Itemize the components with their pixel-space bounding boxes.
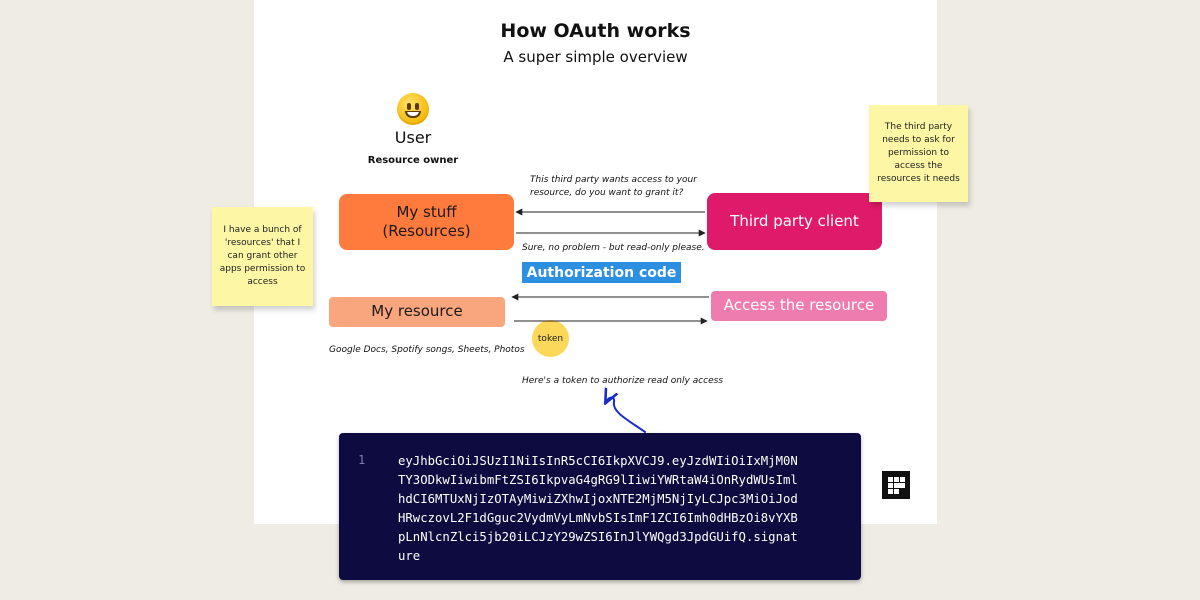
access-resource-node[interactable]: Access the resource	[711, 291, 887, 321]
third-party-client-node[interactable]: Third party client	[707, 193, 882, 250]
my-stuff-label: My stuff (Resources)	[382, 202, 471, 241]
resource-owner-label: Resource owner	[367, 155, 459, 166]
code-line-number: 1	[358, 453, 366, 467]
my-stuff-node[interactable]: My stuff (Resources)	[339, 194, 514, 250]
sticky-note-resources[interactable]: I have a bunch of 'resources' that I can…	[212, 207, 313, 306]
permission-request-text: This third party wants access to your re…	[530, 175, 697, 198]
token-badge: token	[532, 320, 569, 357]
grant-response-text: Sure, no problem - but read-only please.	[522, 243, 705, 253]
diagram-title: How OAuth works	[500, 20, 691, 42]
sticky-note-resources-text: I have a bunch of 'resources' that I can…	[219, 224, 306, 288]
token-label: token	[537, 333, 564, 344]
third-party-client-label: Third party client	[730, 211, 859, 230]
diagram-subtitle: A super simple overview	[503, 48, 688, 66]
sticky-note-permission-text: The third party needs to ask for permiss…	[877, 121, 960, 185]
logo-grid-icon	[882, 471, 910, 499]
token-note-text: Here's a token to authorize read only ac…	[522, 376, 724, 386]
my-resource-node[interactable]: My resource	[329, 297, 505, 327]
resource-examples-text: Google Docs, Spotify songs, Sheets, Phot…	[329, 345, 525, 355]
jwt-token-code[interactable]: eyJhbGciOiJSUzI1NiIsInR5cCI6IkpXVCJ9.eyJ…	[398, 454, 798, 563]
access-resource-label: Access the resource	[723, 296, 875, 315]
smiley-face-icon	[397, 93, 429, 125]
sticky-note-permission[interactable]: The third party needs to ask for permiss…	[869, 105, 968, 202]
user-label: User	[394, 128, 432, 147]
squiggle-arrow	[606, 398, 646, 433]
jwt-code-panel[interactable]	[339, 433, 861, 580]
authorization-code-label: Authorization code	[522, 262, 681, 283]
my-resource-label: My resource	[371, 302, 463, 321]
